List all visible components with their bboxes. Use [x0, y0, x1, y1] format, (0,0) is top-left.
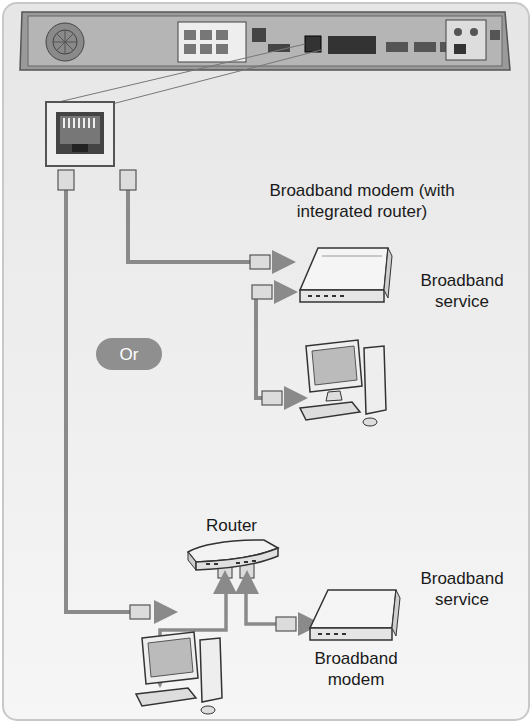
zoom-leader — [50, 44, 321, 104]
computer — [300, 340, 386, 426]
ethernet-plugs — [58, 170, 296, 666]
router-device — [188, 540, 278, 570]
broadband-modem — [310, 590, 400, 640]
ethernet-cables — [66, 188, 282, 664]
service-label: Broadband service — [402, 568, 522, 610]
lan-port-closeup — [46, 102, 114, 166]
device-label: Router — [206, 515, 257, 536]
background-panel — [3, 3, 529, 720]
choice-pill: Or — [96, 338, 162, 370]
rear-panel — [20, 12, 510, 70]
plug-arrows — [154, 262, 310, 676]
computer — [136, 632, 222, 714]
choice-text: Or — [106, 344, 152, 365]
modem-with-router — [300, 248, 392, 302]
service-label: Broadband service — [402, 270, 522, 312]
device-label: Broadband modem (with integrated router) — [247, 180, 477, 222]
device-label: Broadband modem — [301, 648, 411, 690]
